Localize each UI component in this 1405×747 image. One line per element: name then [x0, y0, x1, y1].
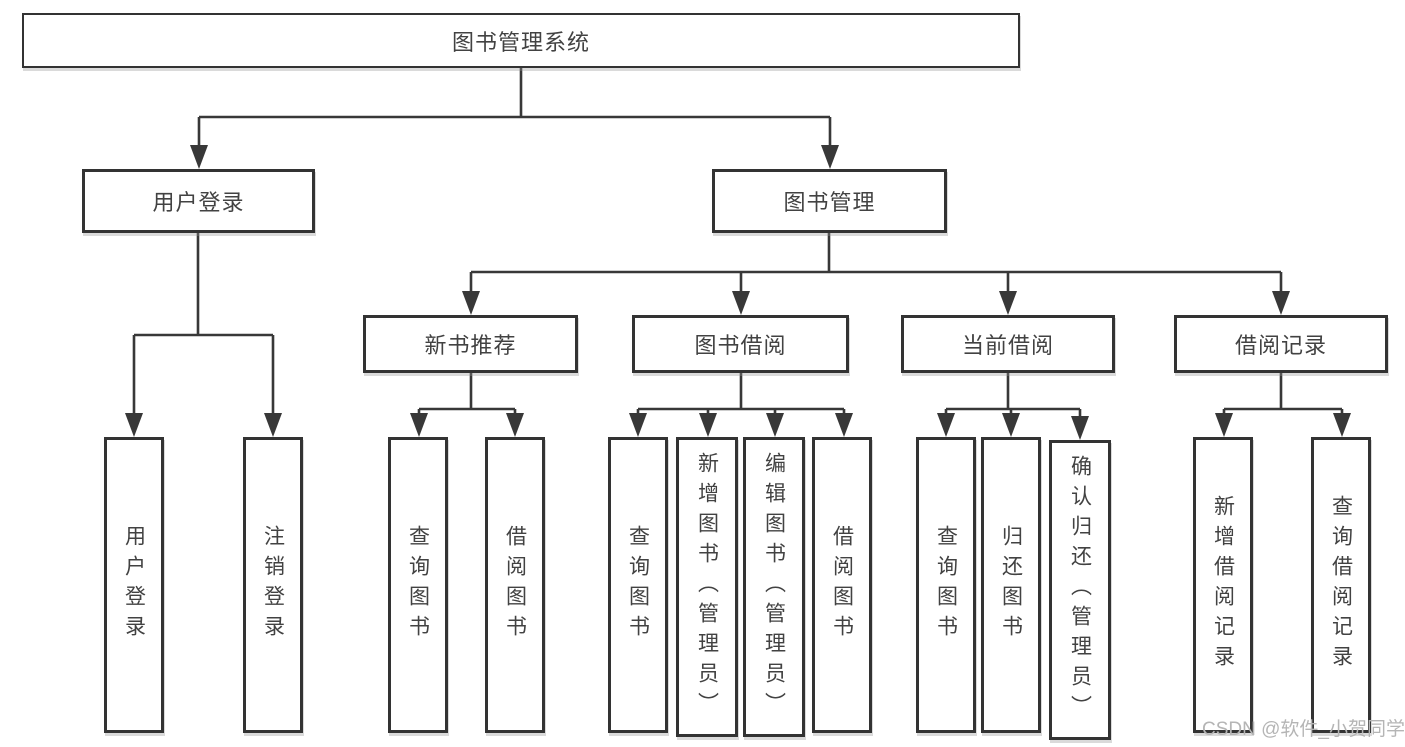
watermark: CSDN @软件_小贺同学	[1202, 719, 1405, 740]
leaf-confirm-return-admin: 确认归还（管理员）	[1049, 440, 1111, 740]
node-label: 查询图书	[626, 525, 650, 645]
node-label: 编辑图书（管理员）	[762, 452, 786, 722]
node-current-borrow: 当前借阅	[901, 315, 1115, 373]
node-label: 新书推荐	[424, 333, 517, 358]
leaf-user-login: 用户登录	[104, 437, 164, 733]
node-label: 借阅记录	[1234, 333, 1327, 358]
leaf-current-query-books: 查询图书	[916, 437, 976, 733]
node-borrow-records: 借阅记录	[1174, 315, 1388, 373]
node-book-borrow: 图书借阅	[632, 315, 849, 373]
leaf-logout: 注销登录	[243, 437, 303, 733]
node-label: 用户登录	[122, 525, 146, 645]
leaf-recommend-borrow-books: 借阅图书	[485, 437, 545, 733]
leaf-edit-books-admin: 编辑图书（管理员）	[743, 437, 805, 737]
node-label: 查询图书	[934, 525, 958, 645]
node-label: 查询图书	[406, 525, 430, 645]
node-label: 归还图书	[999, 525, 1023, 645]
node-label: 注销登录	[261, 525, 285, 645]
node-label: 图书管理	[783, 190, 876, 215]
leaf-borrow-query-books: 查询图书	[608, 437, 668, 733]
node-library-management-system: 图书管理系统	[22, 13, 1020, 68]
node-label: 图书管理系统	[451, 29, 590, 55]
leaf-recommend-query-books: 查询图书	[388, 437, 448, 733]
node-label: 当前借阅	[961, 333, 1054, 358]
node-label: 借阅图书	[503, 525, 527, 645]
leaf-add-books-admin: 新增图书（管理员）	[676, 437, 738, 737]
node-user-login: 用户登录	[82, 169, 315, 233]
node-new-book-recommend: 新书推荐	[363, 315, 578, 373]
node-label: 用户登录	[152, 190, 245, 215]
node-label: 借阅图书	[830, 525, 854, 645]
node-label: 查询借阅记录	[1329, 495, 1353, 675]
node-label: 新增图书（管理员）	[695, 452, 719, 722]
leaf-add-borrow-record: 新增借阅记录	[1193, 437, 1253, 733]
leaf-return-books: 归还图书	[981, 437, 1041, 733]
node-label: 新增借阅记录	[1211, 495, 1235, 675]
leaf-query-borrow-record: 查询借阅记录	[1311, 437, 1371, 733]
node-label: 图书借阅	[694, 333, 787, 358]
node-label: 确认归还（管理员）	[1068, 455, 1092, 725]
node-book-management: 图书管理	[712, 169, 947, 233]
leaf-borrow-books: 借阅图书	[812, 437, 872, 733]
